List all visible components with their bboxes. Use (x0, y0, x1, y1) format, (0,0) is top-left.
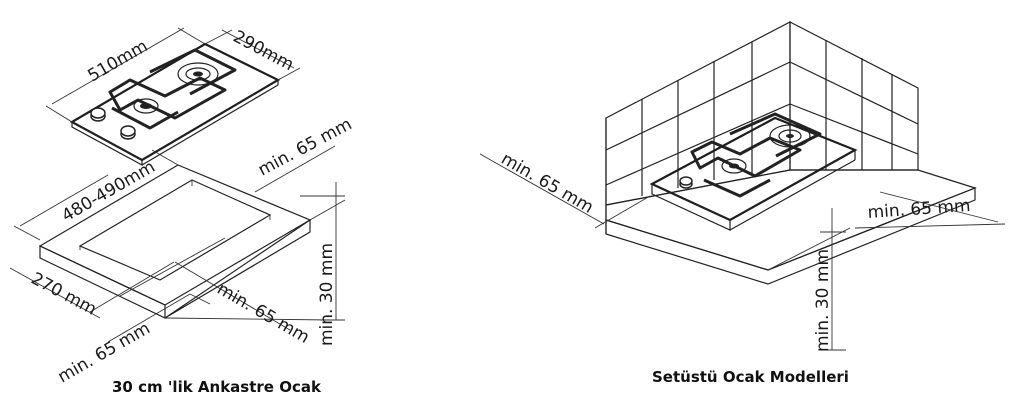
control-knob (679, 176, 693, 189)
small-burner (133, 98, 159, 114)
large-burner (769, 124, 811, 148)
left-caption: 30 cm 'lik Ankastre Ocak (112, 378, 322, 396)
clear-back-label: min. 65 mm (255, 114, 355, 180)
clear-below-label: min. 30 mm (317, 243, 337, 346)
freestanding-hob-drawing (479, 21, 1006, 351)
wall-tiles (605, 40, 919, 205)
cutout-width-label: 480-490mm (59, 157, 159, 226)
right-caption: Setüstü Ocak Modelleri (652, 368, 849, 386)
clear-front-label: min. 65 mm (55, 318, 154, 387)
width-label: 510mm (85, 36, 152, 86)
large-burner (177, 62, 219, 86)
cutout-depth-label: 270 mm (28, 269, 100, 320)
control-knob (90, 107, 136, 140)
clear-below-label: min. 30 mm (813, 249, 833, 352)
clear-right-label: min. 65 mm (867, 196, 971, 223)
clear-side-label: min. 65 mm (214, 279, 313, 348)
depth-label: 290mm (230, 27, 297, 75)
builtin-hob-drawing (9, 27, 346, 343)
clear-left-label: min. 65 mm (498, 149, 597, 218)
small-burner (721, 158, 747, 174)
